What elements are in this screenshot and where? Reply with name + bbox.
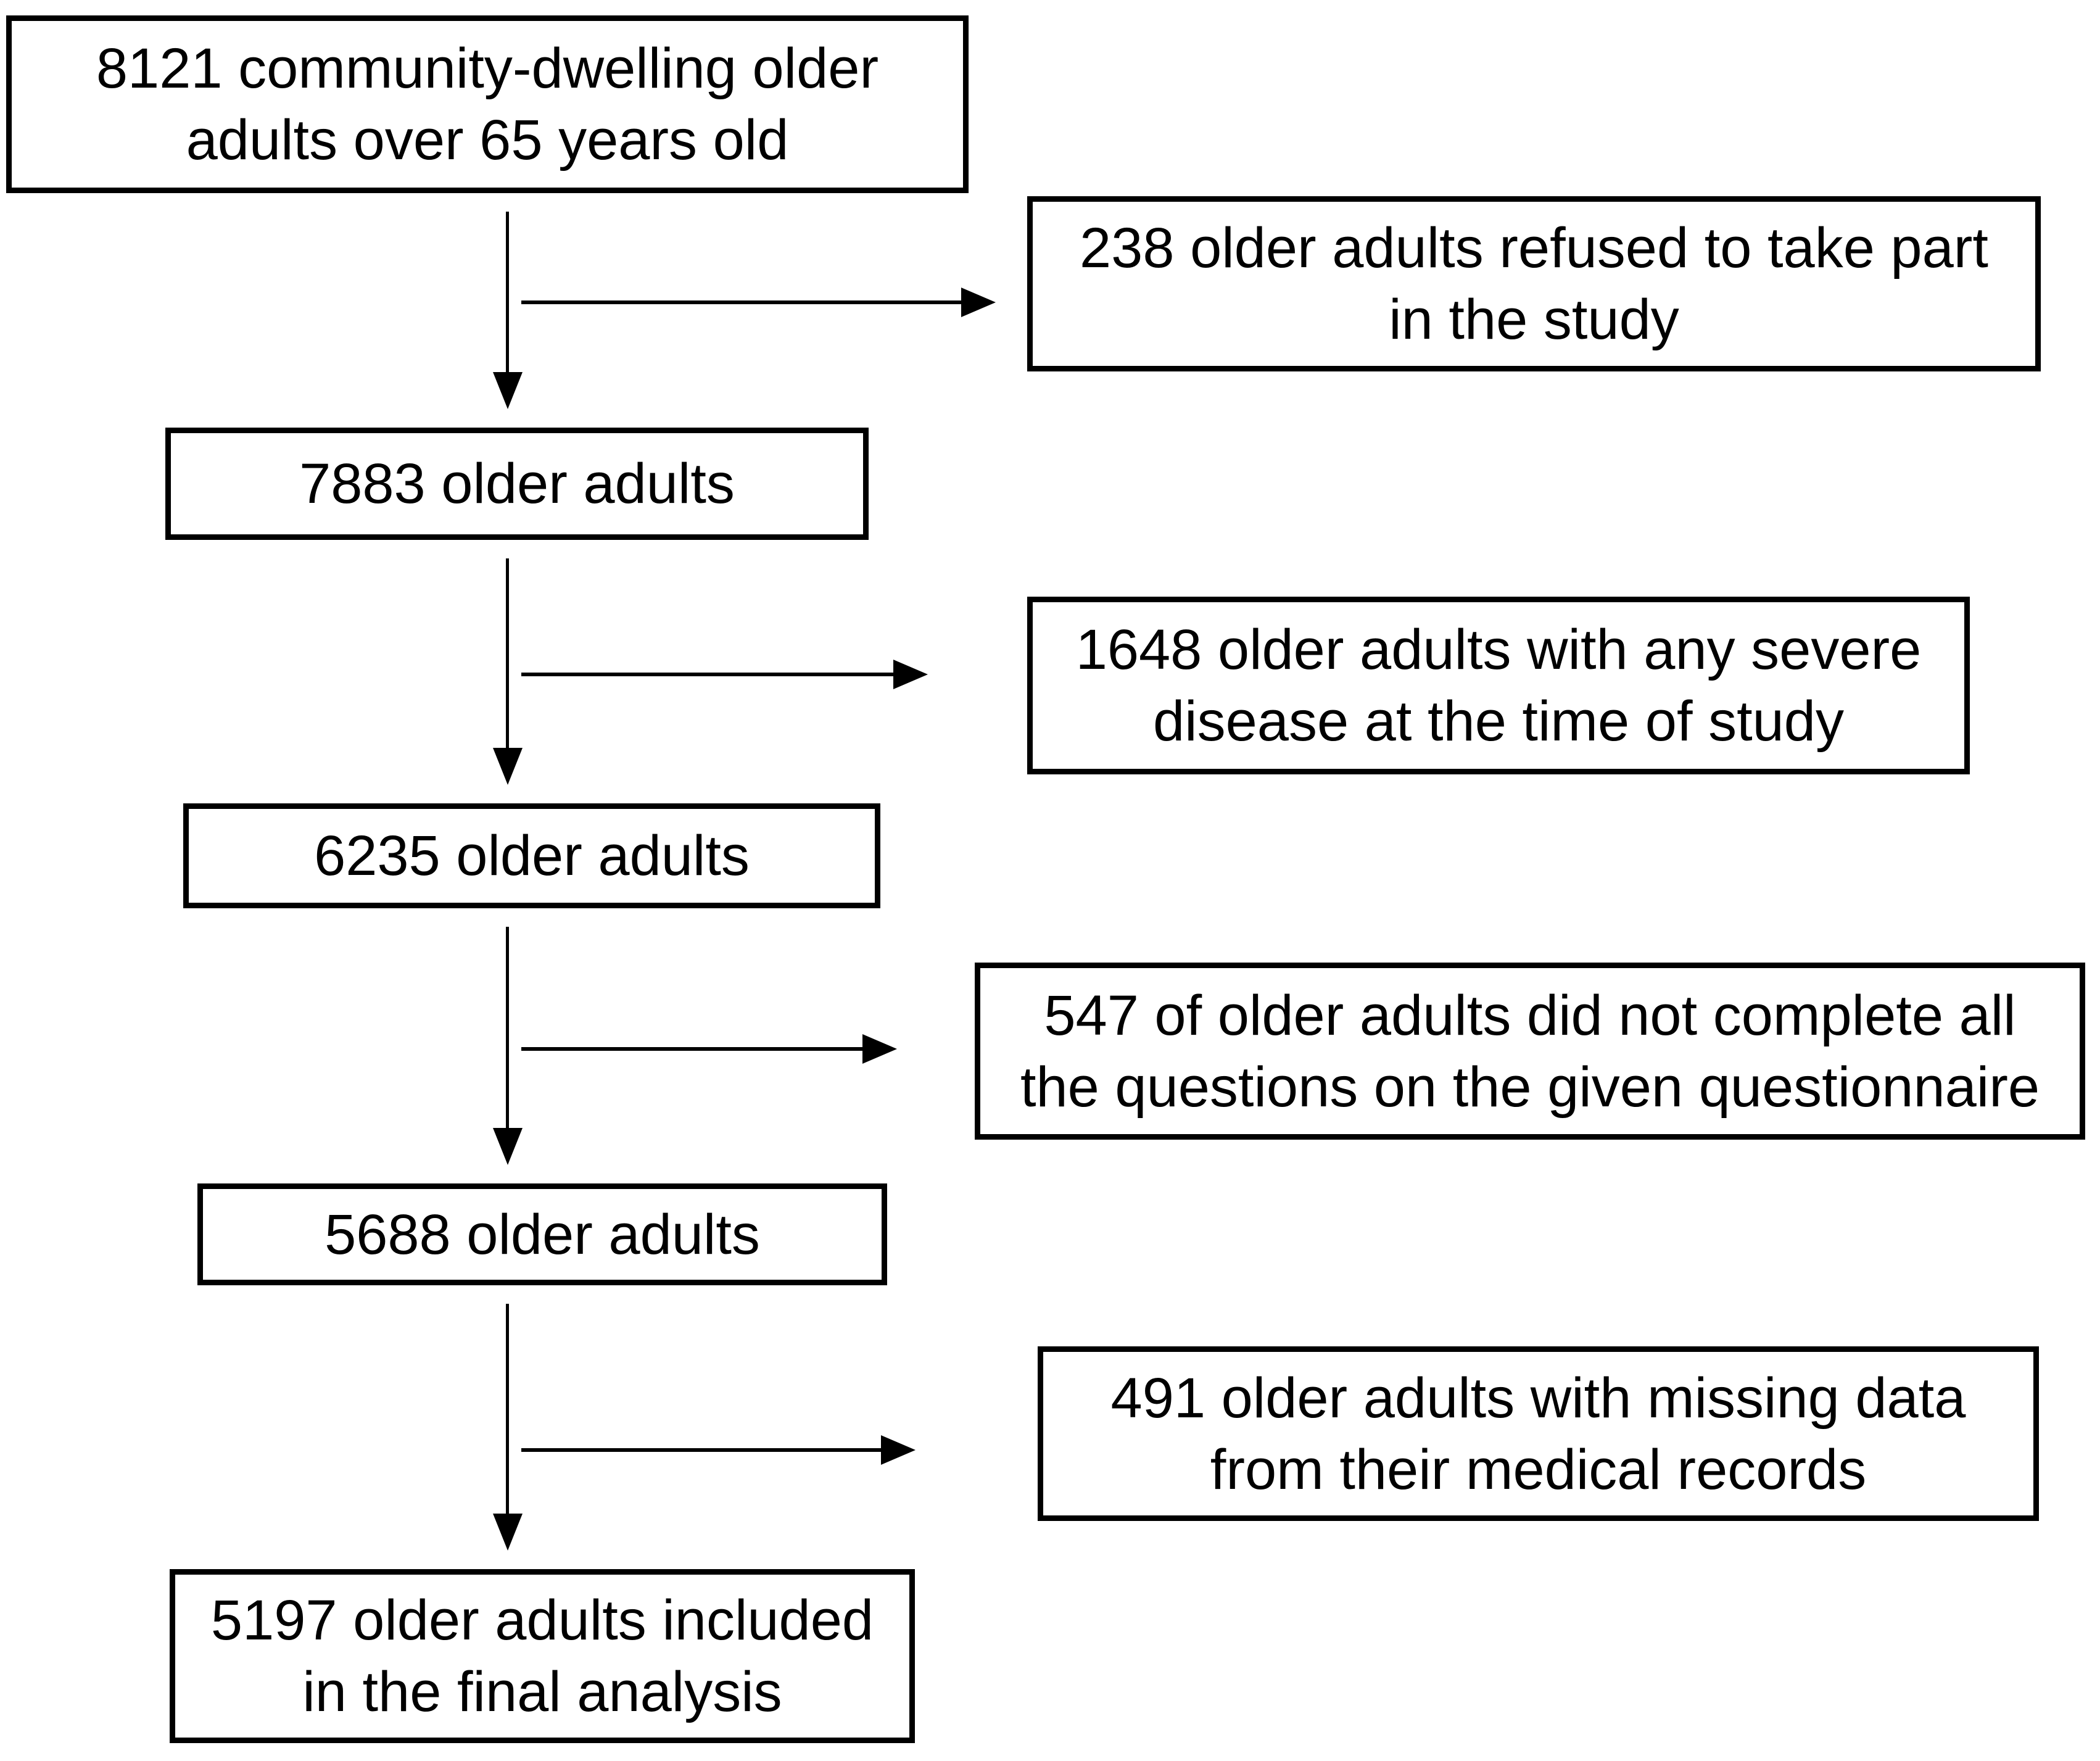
arrow-right-1-head-icon xyxy=(961,288,996,317)
arrow-right-1-line xyxy=(521,300,961,304)
box-after-refusals-7883-text: 7883 older adults xyxy=(299,452,735,515)
box-excluded-incomplete-questionnaire-547-text: 547 of older adults did not complete all… xyxy=(1020,984,2040,1119)
arrow-right-2-head-icon xyxy=(893,660,928,689)
arrow-right-3-head-icon xyxy=(862,1034,897,1064)
box-after-questionnaire-exclusion-5688-text: 5688 older adults xyxy=(325,1203,760,1266)
box-excluded-missing-records-491: 491 older adults with missing data from … xyxy=(1038,1346,2039,1521)
arrow-down-1-head-icon xyxy=(493,372,523,409)
arrow-down-3-head-icon xyxy=(493,1128,523,1165)
arrow-right-3-line xyxy=(521,1047,862,1051)
box-after-questionnaire-exclusion-5688: 5688 older adults xyxy=(197,1183,887,1285)
box-after-disease-exclusion-6235-text: 6235 older adults xyxy=(314,824,750,887)
box-excluded-refused-238: 238 older adults refused to take part in… xyxy=(1027,196,2041,371)
box-excluded-severe-disease-1648-text: 1648 older adults with any severe diseas… xyxy=(1075,618,1922,753)
arrow-down-4-head-icon xyxy=(493,1514,523,1551)
box-final-analysis-5197: 5197 older adults included in the final … xyxy=(170,1569,915,1743)
arrow-right-2-line xyxy=(521,673,893,676)
arrow-down-2-head-icon xyxy=(493,748,523,785)
arrow-right-4-line xyxy=(521,1448,881,1452)
box-after-refusals-7883: 7883 older adults xyxy=(165,428,869,540)
arrow-down-3-line xyxy=(506,927,509,1128)
box-excluded-missing-records-491-text: 491 older adults with missing data from … xyxy=(1110,1366,1966,1501)
box-excluded-incomplete-questionnaire-547: 547 of older adults did not complete all… xyxy=(975,963,2085,1140)
box-after-disease-exclusion-6235: 6235 older adults xyxy=(183,803,880,908)
box-excluded-severe-disease-1648: 1648 older adults with any severe diseas… xyxy=(1027,597,1970,774)
arrow-down-1-line xyxy=(506,212,509,372)
box-enrolled-8121: 8121 community-dwelling older adults ove… xyxy=(6,15,969,193)
arrow-right-4-head-icon xyxy=(881,1435,916,1465)
arrow-down-2-line xyxy=(506,558,509,748)
box-excluded-refused-238-text: 238 older adults refused to take part in… xyxy=(1080,217,1988,351)
arrow-down-4-line xyxy=(506,1304,509,1514)
box-final-analysis-5197-text: 5197 older adults included in the final … xyxy=(210,1589,874,1723)
box-enrolled-8121-text: 8121 community-dwelling older adults ove… xyxy=(96,37,879,172)
